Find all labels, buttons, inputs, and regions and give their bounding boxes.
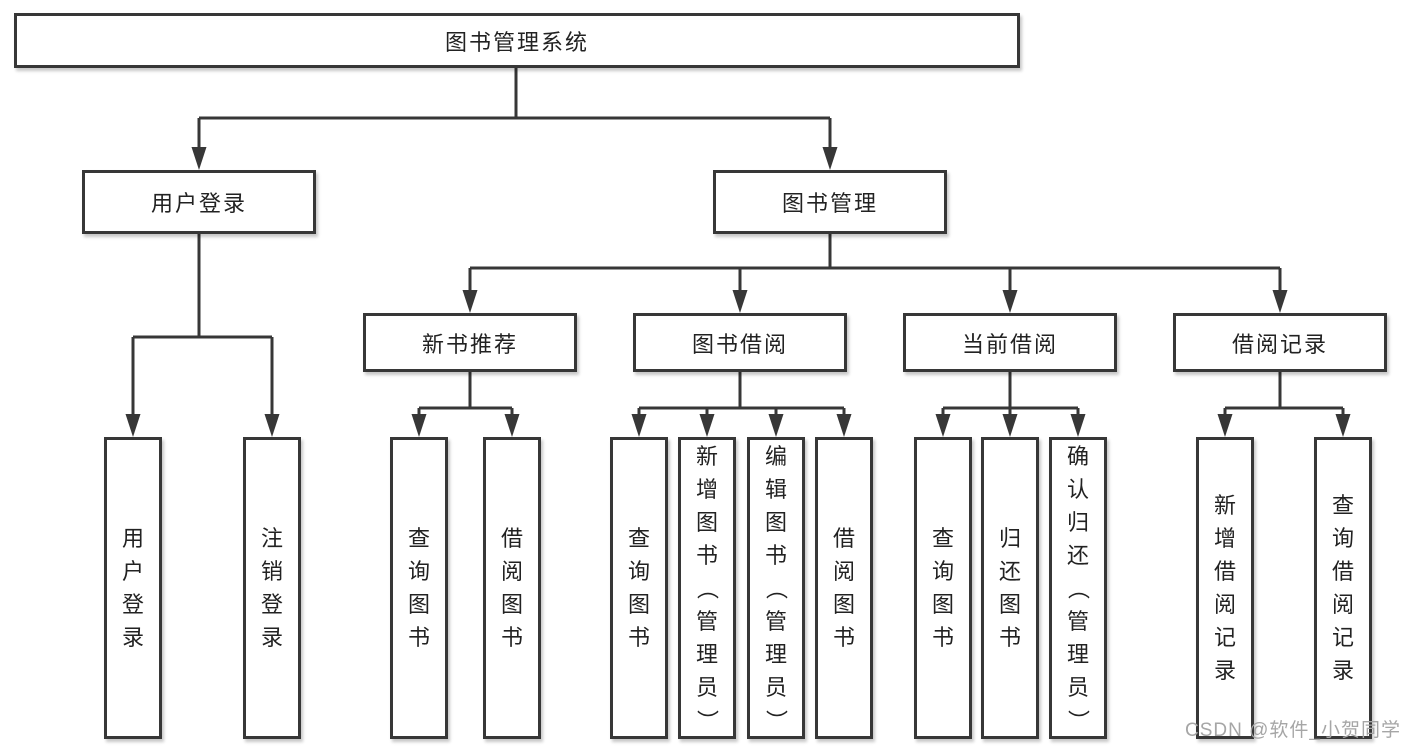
arrowhead-icon <box>462 290 478 313</box>
node-book-management: 图书管理 <box>713 170 947 234</box>
watermark: CSDN @软件_小贺同学 <box>1185 720 1401 741</box>
connector-path <box>197 68 832 149</box>
connector-path <box>1223 372 1345 416</box>
node-label: 编辑图书（管理员） <box>763 443 789 732</box>
node-label: 查询借阅记录 <box>1331 493 1354 683</box>
node-current-return-books: 归还图书 <box>981 437 1039 739</box>
node-recommend-query-books: 查询图书 <box>390 437 448 739</box>
node-label: 新增借阅记录 <box>1213 493 1236 683</box>
node-borrow-edit-books-admin: 编辑图书（管理员） <box>747 437 805 739</box>
node-recommend-borrow-books: 借阅图书 <box>483 437 541 739</box>
arrowhead-icon <box>1002 290 1018 313</box>
arrowhead-icon <box>768 414 784 437</box>
node-label: 借阅记录 <box>1231 331 1328 357</box>
node-borrow-borrow-books: 借阅图书 <box>815 437 873 739</box>
connector-path <box>131 234 274 416</box>
node-current-confirm-return-admin: 确认归还（管理员） <box>1049 437 1107 739</box>
arrowhead-icon <box>1070 414 1086 437</box>
node-label: 注销登录 <box>260 526 283 650</box>
node-new-book-recommend: 新书推荐 <box>363 313 577 372</box>
node-current-query-books: 查询图书 <box>914 437 972 739</box>
node-user-login: 用户登录 <box>82 170 316 234</box>
node-records-add-borrow-record: 新增借阅记录 <box>1196 437 1254 739</box>
node-label: 查询图书 <box>627 526 650 650</box>
node-label: 用户登录 <box>150 191 247 216</box>
node-label: 借阅图书 <box>500 526 523 650</box>
node-label: 借阅图书 <box>832 526 855 650</box>
node-label: 图书管理 <box>781 191 878 216</box>
node-label: 查询图书 <box>407 526 430 650</box>
node-borrowing-records: 借阅记录 <box>1173 313 1387 372</box>
arrowhead-icon <box>699 414 715 437</box>
connector-path <box>941 372 1080 416</box>
node-records-query-borrow-record: 查询借阅记录 <box>1314 437 1372 739</box>
node-current-borrowing: 当前借阅 <box>903 313 1117 372</box>
node-library-system: 图书管理系统 <box>14 13 1020 68</box>
node-label: 新书推荐 <box>421 331 518 357</box>
arrowhead-icon <box>191 147 207 170</box>
arrowhead-icon <box>631 414 647 437</box>
node-borrow-query-books: 查询图书 <box>610 437 668 739</box>
arrowhead-icon <box>411 414 427 437</box>
arrowhead-icon <box>822 147 838 170</box>
arrowhead-icon <box>836 414 852 437</box>
arrowhead-icon <box>504 414 520 437</box>
node-label: 图书管理系统 <box>444 29 589 55</box>
arrowhead-icon <box>1002 414 1018 437</box>
node-label: 确认归还（管理员） <box>1065 443 1091 732</box>
connector-path <box>637 372 846 416</box>
arrowhead-icon <box>1335 414 1351 437</box>
connector-path <box>468 234 1282 292</box>
arrowhead-icon <box>125 414 141 437</box>
node-label: 查询图书 <box>931 526 954 650</box>
arrowhead-icon <box>732 290 748 313</box>
connector-path <box>417 372 514 416</box>
arrowhead-icon <box>1217 414 1233 437</box>
node-borrow-add-books-admin: 新增图书（管理员） <box>678 437 736 739</box>
node-user-login-leaf: 用户登录 <box>104 437 162 739</box>
node-label: 当前借阅 <box>961 331 1058 357</box>
node-label: 归还图书 <box>998 526 1021 650</box>
node-label: 用户登录 <box>121 526 144 650</box>
node-logout-leaf: 注销登录 <box>243 437 301 739</box>
node-label: 图书借阅 <box>691 331 788 357</box>
arrowhead-icon <box>264 414 280 437</box>
arrowhead-icon <box>1272 290 1288 313</box>
arrowhead-icon <box>935 414 951 437</box>
node-book-borrowing: 图书借阅 <box>633 313 847 372</box>
node-label: 新增图书（管理员） <box>694 443 720 732</box>
